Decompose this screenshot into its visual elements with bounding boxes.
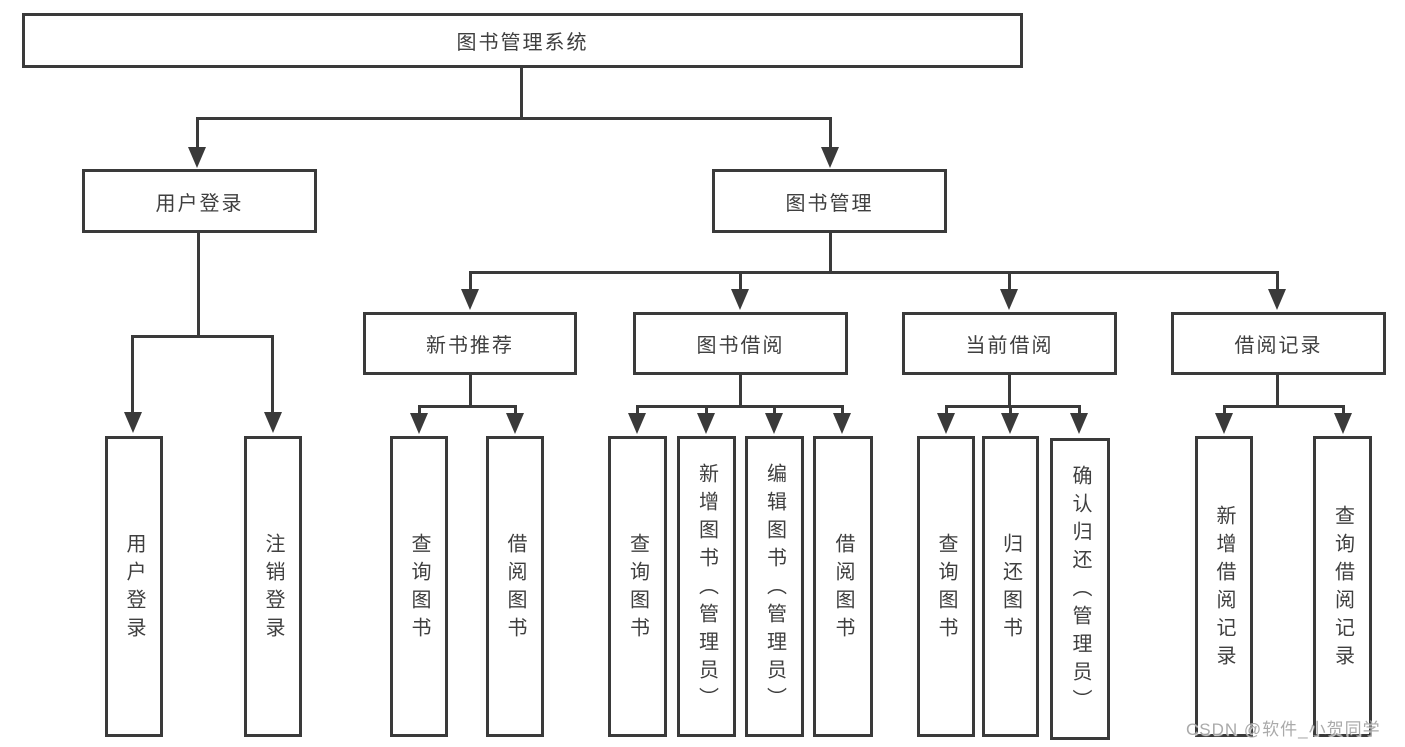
- connector-line: [196, 117, 832, 120]
- connector-line: [131, 335, 134, 415]
- node-book-borrowing: 图书借阅: [633, 312, 848, 375]
- arrow-down-icon: [1268, 289, 1286, 310]
- connector-line: [945, 405, 948, 417]
- connector-line: [1276, 271, 1279, 293]
- connector-line: [829, 233, 832, 274]
- node-book-management: 图书管理: [712, 169, 947, 233]
- connector-line: [1009, 405, 1012, 417]
- connector-line: [520, 68, 523, 118]
- arrow-down-icon: [731, 289, 749, 310]
- watermark: CSDN @软件_小贺同学: [1186, 720, 1381, 739]
- connector-line: [773, 405, 776, 417]
- arrow-down-icon: [697, 413, 715, 434]
- arrow-down-icon: [1215, 413, 1233, 434]
- connector-line: [197, 233, 200, 337]
- arrow-down-icon: [821, 147, 839, 168]
- arrow-down-icon: [1334, 413, 1352, 434]
- connector-line: [636, 405, 639, 417]
- node-user-login: 用户登录: [82, 169, 317, 233]
- leaf-return-books: 归还图书: [982, 436, 1039, 737]
- connector-line: [841, 405, 844, 417]
- leaf-query-borrow-record: 查询借阅记录: [1313, 436, 1372, 737]
- arrow-down-icon: [461, 289, 479, 310]
- arrow-down-icon: [506, 413, 524, 434]
- arrow-down-icon: [410, 413, 428, 434]
- leaf-borrow-books-borrow: 借阅图书: [813, 436, 873, 737]
- arrow-down-icon: [188, 147, 206, 168]
- node-new-book-recommend: 新书推荐: [363, 312, 577, 375]
- connector-line: [131, 335, 274, 338]
- connector-line: [469, 271, 472, 293]
- connector-line: [829, 117, 832, 150]
- arrow-down-icon: [628, 413, 646, 434]
- arrow-down-icon: [1070, 413, 1088, 434]
- connector-line: [469, 375, 472, 408]
- leaf-query-books-newbook: 查询图书: [390, 436, 448, 737]
- leaf-logout: 注销登录: [244, 436, 302, 737]
- leaf-add-book-admin: 新增图书（管理员）: [677, 436, 736, 737]
- connector-line: [514, 405, 517, 417]
- arrow-down-icon: [124, 412, 142, 433]
- arrow-down-icon: [264, 412, 282, 433]
- connector-line: [1276, 375, 1279, 408]
- connector-line: [1342, 405, 1345, 417]
- connector-line: [945, 405, 1081, 408]
- arrow-down-icon: [765, 413, 783, 434]
- connector-line: [705, 405, 708, 417]
- leaf-edit-book-admin: 编辑图书（管理员）: [745, 436, 804, 737]
- leaf-confirm-return-admin: 确认归还（管理员）: [1050, 438, 1110, 740]
- connector-line: [1223, 405, 1344, 408]
- connector-line: [1223, 405, 1226, 417]
- connector-line: [1008, 375, 1011, 408]
- arrow-down-icon: [937, 413, 955, 434]
- node-current-borrowing: 当前借阅: [902, 312, 1117, 375]
- connector-line: [469, 271, 1279, 274]
- arrow-down-icon: [1001, 413, 1019, 434]
- connector-line: [196, 117, 199, 150]
- leaf-query-books-current: 查询图书: [917, 436, 975, 737]
- arrow-down-icon: [833, 413, 851, 434]
- leaf-borrow-books-newbook: 借阅图书: [486, 436, 544, 737]
- node-borrowing-records: 借阅记录: [1171, 312, 1386, 375]
- node-library-system: 图书管理系统: [22, 13, 1023, 68]
- leaf-add-borrow-record: 新增借阅记录: [1195, 436, 1253, 737]
- leaf-query-books-borrow: 查询图书: [608, 436, 667, 737]
- leaf-user-login: 用户登录: [105, 436, 163, 737]
- connector-line: [1078, 405, 1081, 417]
- connector-line: [636, 405, 844, 408]
- connector-line: [739, 271, 742, 293]
- connector-line: [1008, 271, 1011, 293]
- connector-line: [271, 335, 274, 415]
- connector-line: [418, 405, 517, 408]
- arrow-down-icon: [1000, 289, 1018, 310]
- connector-line: [739, 375, 742, 408]
- connector-line: [418, 405, 421, 417]
